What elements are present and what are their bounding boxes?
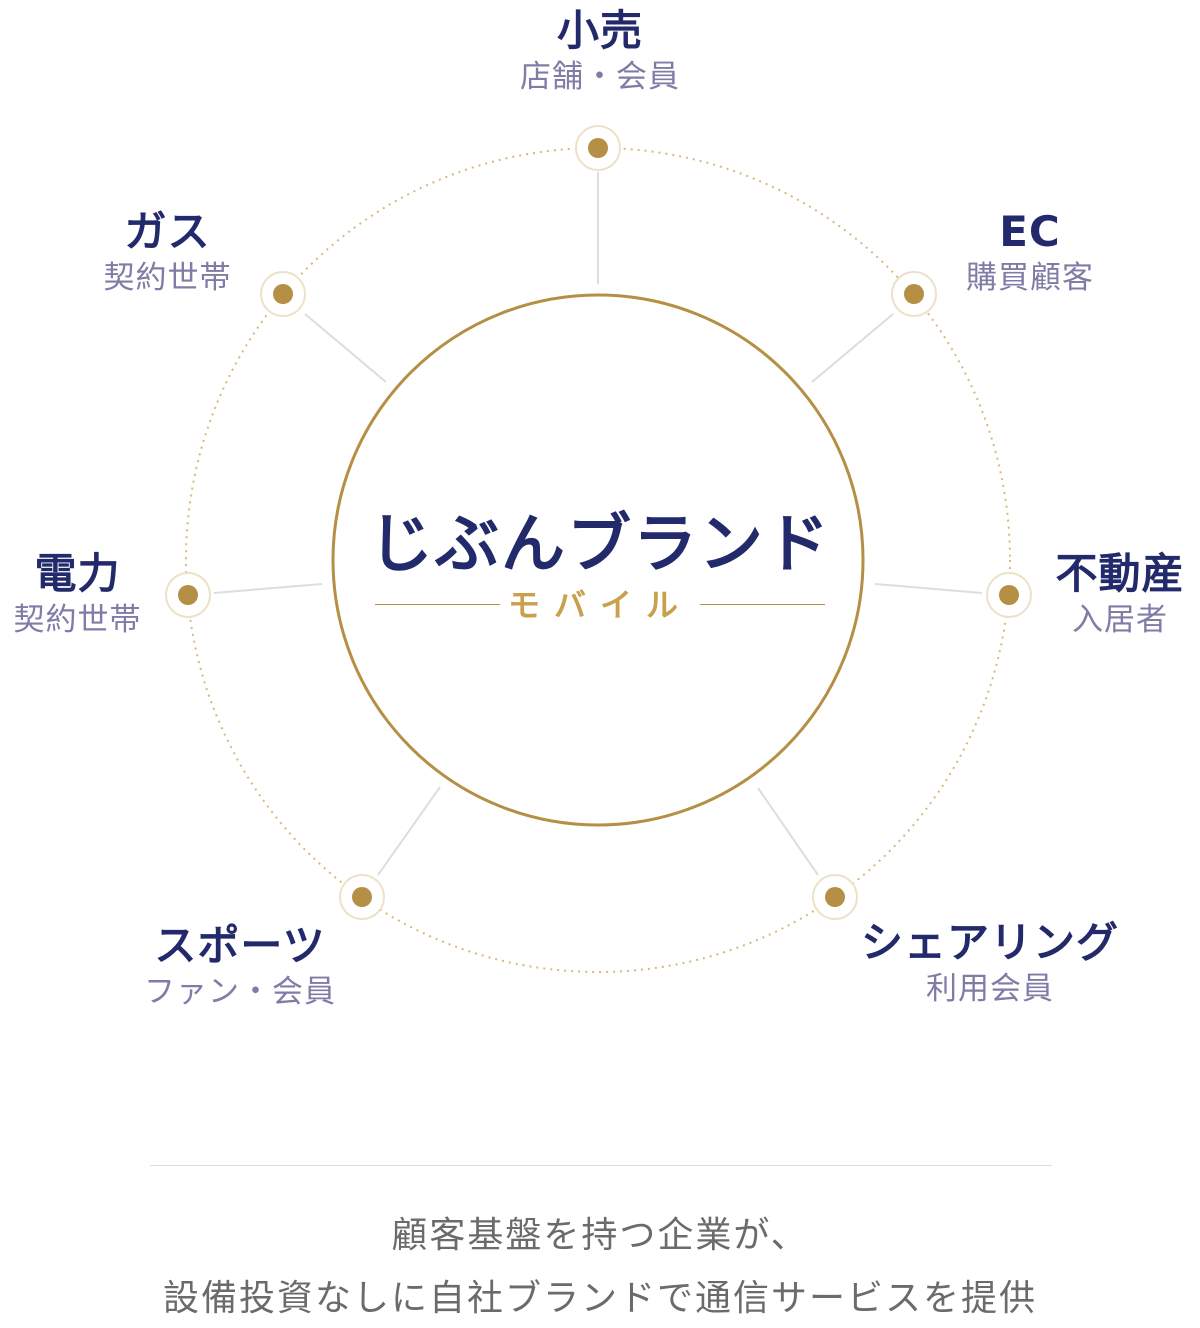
node-label-ec: EC 購買顧客 <box>930 206 1130 298</box>
center-circle <box>331 293 865 827</box>
node-marker-ec <box>891 271 937 317</box>
node-title-realestate: 不動産 <box>1055 549 1185 598</box>
node-marker-electric <box>165 572 211 618</box>
node-marker-retail <box>575 125 621 171</box>
node-label-realestate: 不動産 入居者 <box>1040 548 1200 640</box>
node-subtitle-gas: 契約世帯 <box>103 260 232 296</box>
node-title-electric: 電力 <box>34 549 121 598</box>
node-title-sharing: シェアリング <box>860 918 1119 967</box>
connector-line-electric <box>213 583 323 594</box>
caption-line-2: 設備投資なしに自社ブランドで通信サービスを提供 <box>162 1278 1037 1319</box>
node-title-retail: 小売 <box>556 6 643 55</box>
connector-line-gas <box>304 313 387 383</box>
node-title-ec: EC <box>999 207 1061 256</box>
node-label-retail: 小売 店舗・会員 <box>480 5 720 97</box>
footer-divider <box>150 1165 1052 1166</box>
node-marker-realestate <box>986 572 1032 618</box>
connector-line-ec <box>811 313 894 383</box>
connector-line-realestate <box>874 583 983 594</box>
node-label-sharing: シェアリング 利用会員 <box>840 917 1140 1009</box>
brand-logo-rule-right <box>700 604 825 605</box>
node-title-sports: スポーツ <box>154 921 326 970</box>
node-subtitle-sports: ファン・会員 <box>144 974 336 1010</box>
node-label-gas: ガス 契約世帯 <box>90 206 245 298</box>
node-title-gas: ガス <box>124 207 211 256</box>
node-label-electric: 電力 契約世帯 <box>0 548 155 640</box>
brand-logo-rule-left <box>375 604 500 605</box>
node-label-sports: スポーツ ファン・会員 <box>120 920 360 1012</box>
brand-logo-main-text: じぶんブランド <box>369 508 831 582</box>
node-marker-gas <box>260 271 306 317</box>
connector-line-sports <box>377 786 441 876</box>
node-subtitle-sharing: 利用会員 <box>926 971 1054 1007</box>
caption-line-1: 顧客基盤を持つ企業が、 <box>391 1215 809 1256</box>
brand-logo-sub-text: モバイル <box>507 586 692 624</box>
node-subtitle-retail: 店舗・会員 <box>520 59 680 95</box>
node-subtitle-ec: 購買顧客 <box>966 260 1094 296</box>
brand-logo-sub-row: モバイル <box>335 585 865 625</box>
node-subtitle-realestate: 入居者 <box>1072 602 1168 638</box>
diagram-graphic <box>165 125 1032 973</box>
connector-line-sharing <box>757 787 819 876</box>
node-marker-sharing <box>812 874 858 920</box>
node-subtitle-electric: 契約世帯 <box>13 602 142 638</box>
brand-logo: じぶんブランド モバイル <box>335 505 865 635</box>
node-marker-sports <box>339 874 385 920</box>
